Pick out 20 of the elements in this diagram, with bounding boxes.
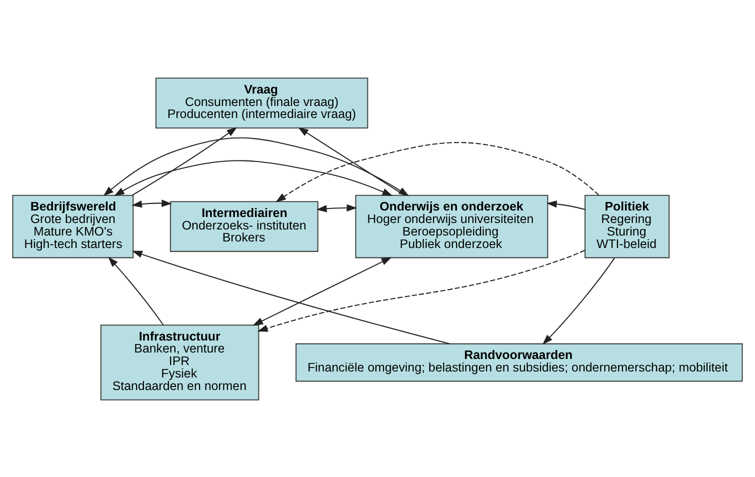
node-box: Intermediairen Onderzoeks- instituten Brokers [170,200,318,252]
arrow [252,256,392,326]
arrow [542,257,615,344]
arrow [132,126,238,196]
arrow [546,200,586,210]
arrow [114,160,393,196]
arrow [132,250,450,344]
node-box: Bedrijfswereld Grote bedrijven Mature KMO's High-tech starters [12,194,134,258]
arrow [108,256,164,325]
arrow [257,249,586,332]
arrow [316,204,358,212]
node-box: Politiek Regering Sturing WTI-beleid [584,194,670,258]
node-box: Randvoorwaarden Financiële omgeving; belastingen en subsidies; ondernemerschap; mobiliteit [296,342,743,382]
node-box: Onderwijs en onderzoek Hoger onderwijs universiteiten Beroepsopleiding Publiek onderzoek [355,194,548,258]
node-box: Vraag Consumenten (finale vraag) Producenten (intermediaire vraag) [155,77,368,128]
arrow [298,126,405,196]
arrow [276,142,600,202]
arrow [132,199,172,208]
node-box: Infrastructuur Banken, venture IPR Fysiek Standaarden en normen [100,324,260,400]
arrow [103,136,410,196]
